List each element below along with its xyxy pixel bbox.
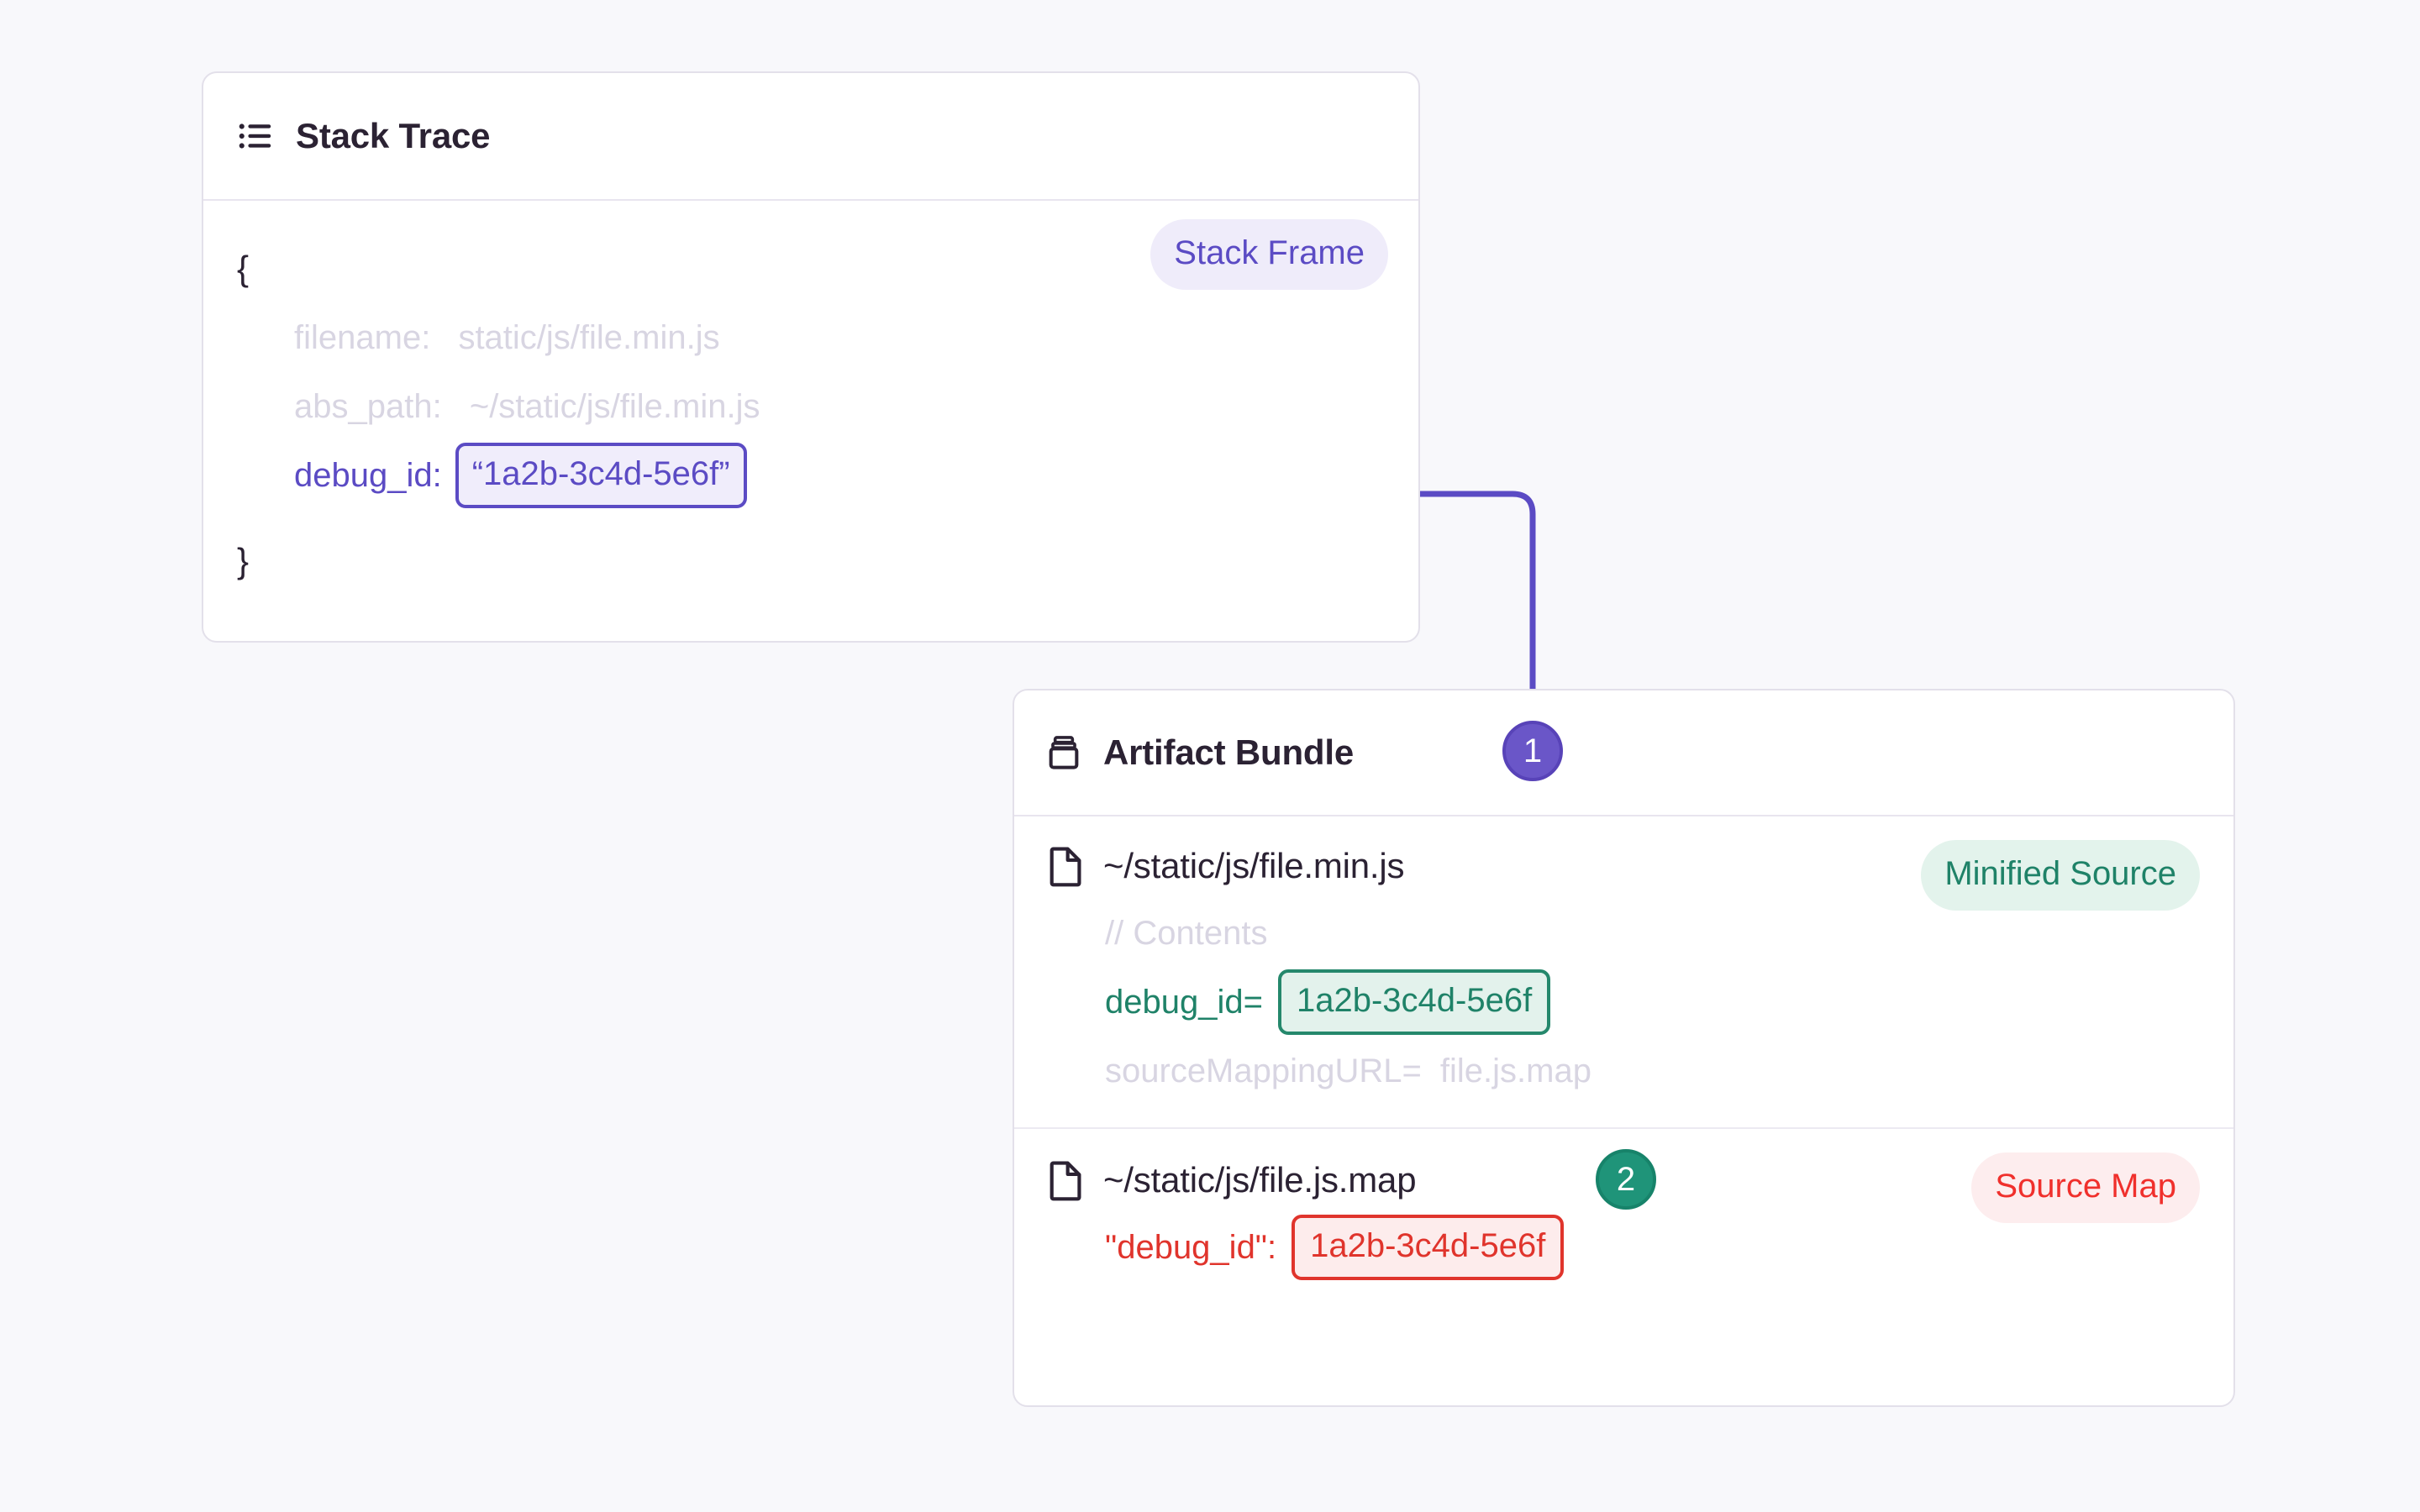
source-map-tag: Source Map — [1971, 1152, 2200, 1223]
artifact-bundle-title: Artifact Bundle — [1103, 732, 1355, 772]
sourcemap-debug-id-chip[interactable]: 1a2b-3c4d-5e6f — [1292, 1215, 1565, 1280]
sourcemap-debug-id-row: "debug_id": 1a2b-3c4d-5e6f — [1048, 1213, 2200, 1282]
stack-trace-header: Stack Trace — [203, 73, 1418, 201]
field-filename-key: filename: — [294, 319, 431, 356]
step-marker-2[interactable]: 2 — [1596, 1149, 1656, 1210]
stack-trace-title: Stack Trace — [296, 116, 491, 155]
artifact-bundle-card: Artifact Bundle Minified Source ~/static… — [1013, 689, 2235, 1407]
stackframe-debug-id-chip[interactable]: “1a2b-3c4d-5e6f” — [455, 443, 747, 508]
sourcemap-file-head: ~/static/js/file.js.map — [1048, 1159, 2200, 1201]
artifact-file-row: Source Map ~/static/js/file.js.map "debu… — [1048, 1152, 2200, 1282]
jar-icon — [1049, 736, 1079, 769]
json-close-brace: } — [237, 541, 250, 580]
source-mapping-url-value: file.js.map — [1439, 1053, 1591, 1089]
field-debug-id-key: debug_id: — [294, 457, 442, 494]
file-icon — [1050, 847, 1081, 887]
field-filename: filename: static/js/file.min.js — [237, 303, 1385, 372]
file-icon — [1050, 1161, 1081, 1201]
sourcemap-file-name: ~/static/js/file.js.map — [1103, 1160, 1417, 1200]
source-mapping-url-key: sourceMappingURL= — [1105, 1053, 1422, 1089]
artifact-bundle-body: Minified Source ~/static/js/file.min.js … — [1014, 816, 2233, 1315]
field-abs-path-value: ~/static/js/file.min.js — [469, 388, 760, 425]
stack-trace-body: Stack Frame { filename: static/js/file.m… — [203, 201, 1418, 629]
field-debug-id: debug_id: “1a2b-3c4d-5e6f” — [237, 441, 1385, 510]
json-open-brace: { — [237, 249, 250, 288]
minified-file-name: ~/static/js/file.min.js — [1103, 846, 1405, 885]
sourcemap-debug-id-key: "debug_id": — [1105, 1229, 1277, 1266]
artifact-row-divider — [1014, 1127, 2233, 1129]
minified-source-tag: Minified Source — [1921, 840, 2200, 911]
stack-frame-tag: Stack Frame — [1150, 219, 1388, 290]
stack-trace-card: Stack Trace Stack Frame { filename: stat… — [202, 71, 1420, 643]
field-abs-path: abs_path: ~/static/js/file.min.js — [237, 372, 1385, 441]
list-icon — [239, 123, 271, 149]
field-abs-path-key: abs_path: — [294, 388, 442, 425]
minified-debug-id-key: debug_id= — [1105, 984, 1263, 1021]
minified-debug-id-row: debug_id= 1a2b-3c4d-5e6f — [1048, 968, 2200, 1037]
field-filename-value: static/js/file.min.js — [458, 319, 720, 356]
minified-debug-id-chip[interactable]: 1a2b-3c4d-5e6f — [1277, 969, 1551, 1035]
artifact-bundle-header: Artifact Bundle — [1014, 690, 2233, 816]
artifact-file-row: Minified Source ~/static/js/file.min.js … — [1048, 840, 2200, 1105]
source-mapping-url-row: sourceMappingURL= file.js.map — [1048, 1037, 2200, 1105]
step-marker-1[interactable]: 1 — [1502, 721, 1563, 781]
